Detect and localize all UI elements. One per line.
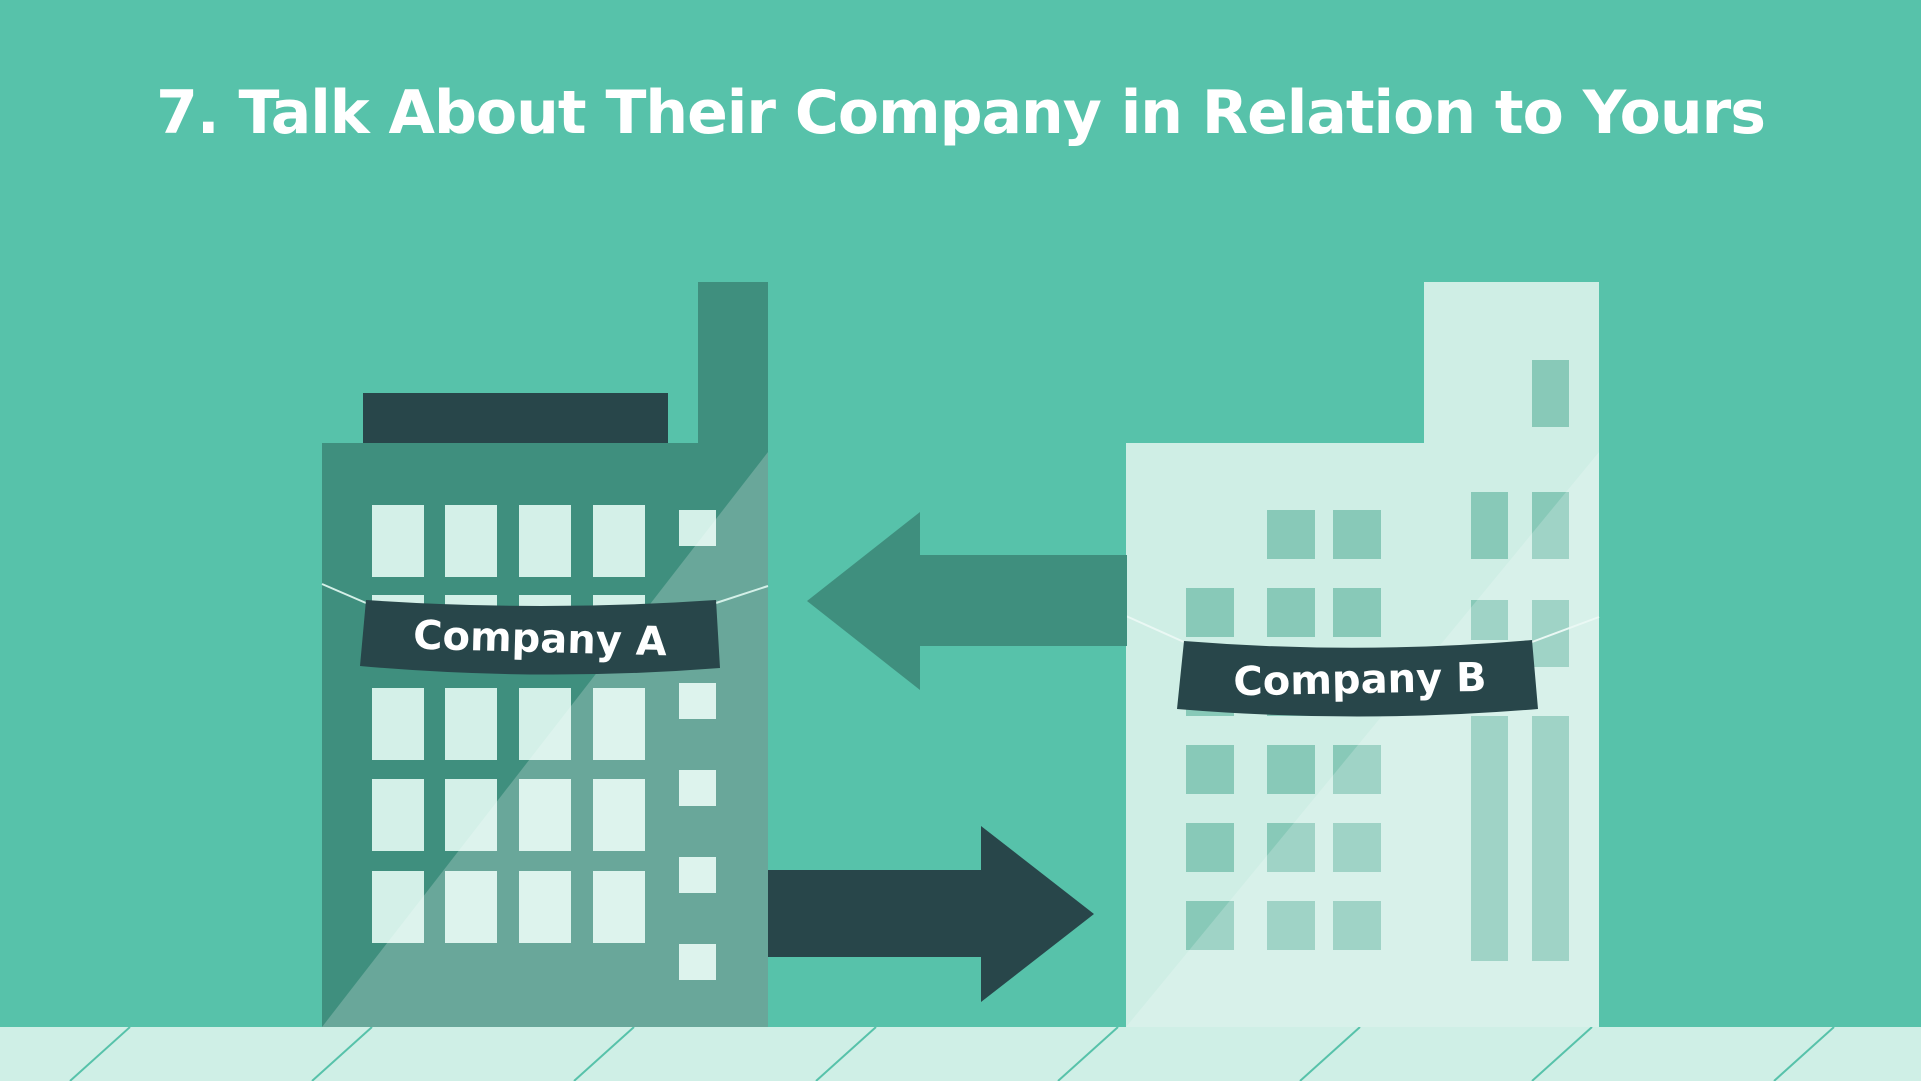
company-a-label: Company A <box>413 613 668 666</box>
building-a-chimney <box>698 282 768 452</box>
building-a: Company A <box>321 282 769 1027</box>
arrow-left-icon <box>807 512 1127 690</box>
company-b-label: Company B <box>1233 655 1487 705</box>
slide-title: 7. Talk About Their Company in Relation … <box>156 78 1766 148</box>
company-b-banner <box>1177 640 1538 717</box>
arrow-right-icon <box>768 826 1094 1002</box>
building-b: Company B <box>1125 282 1600 1027</box>
building-a-glare <box>322 452 768 1027</box>
ground <box>0 1026 1921 1081</box>
building-b-glare <box>1126 452 1599 1027</box>
company-a-banner <box>360 600 720 675</box>
building-a-roof-block <box>363 393 668 445</box>
